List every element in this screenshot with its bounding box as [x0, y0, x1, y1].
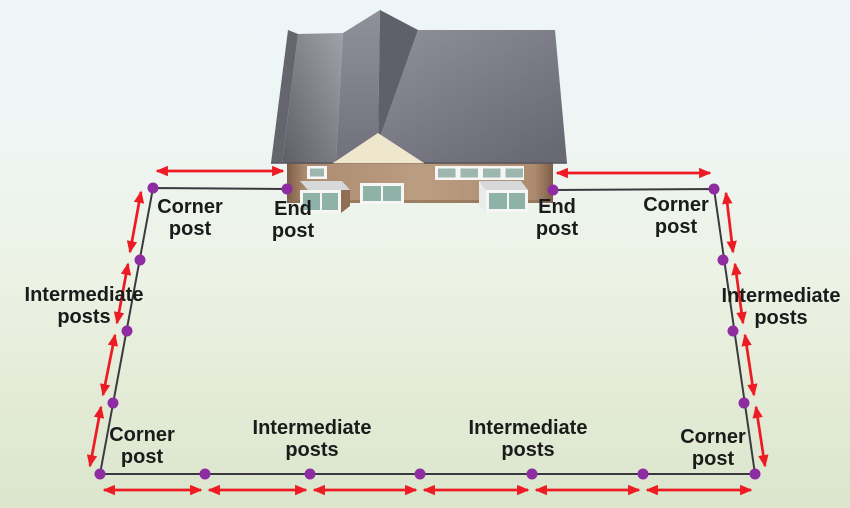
measure-arrow-left-4: [86, 405, 105, 468]
roof-right-slope: [378, 30, 567, 163]
roof-gable-wedge: [378, 10, 418, 143]
corner-post-dot: [94, 468, 106, 480]
house-illustration: [271, 10, 567, 213]
corner-post-dot: [147, 182, 159, 194]
gable-pediment: [333, 133, 424, 163]
left-bay-window: [300, 181, 350, 213]
post-dots: [94, 182, 761, 480]
right-bay-window: [479, 181, 528, 212]
measure-arrow-right-3: [741, 333, 758, 397]
measure-arrow-left-1: [126, 190, 145, 254]
intermediate-post-dot: [121, 325, 133, 337]
measure-arrow-right-4: [752, 405, 769, 468]
intermediate-post-dot: [414, 468, 426, 480]
roof-gable-left-face: [336, 10, 380, 163]
intermediate-post-dot: [717, 254, 729, 266]
intermediate-post-dot: [526, 468, 538, 480]
small-window: [307, 166, 327, 179]
intermediate-post-dot: [134, 254, 146, 266]
measure-arrow-left-3: [100, 333, 118, 397]
measure-arrow-right-1: [722, 191, 737, 254]
intermediate-post-dot: [727, 325, 739, 337]
intermediate-post-dot: [107, 397, 119, 409]
end-post-dot: [281, 183, 293, 195]
intermediate-post-dot: [199, 468, 211, 480]
fence-boundary-line: [98, 186, 757, 475]
measurement-arrows: [86, 165, 769, 496]
corner-post-dot: [708, 183, 720, 195]
window-row: [435, 166, 524, 180]
intermediate-post-dot: [637, 468, 649, 480]
intermediate-post-dot: [304, 468, 316, 480]
center-double-window: [360, 183, 404, 204]
corner-post-dot: [749, 468, 761, 480]
measure-arrow-left-2: [113, 262, 132, 325]
intermediate-post-dot: [738, 397, 750, 409]
roof-left-slope: [282, 33, 343, 163]
roof-left-hip-facet: [271, 30, 298, 163]
measure-arrow-right-2: [731, 262, 747, 325]
end-post-dot: [547, 184, 559, 196]
house-wall-base-trim: [287, 200, 553, 203]
